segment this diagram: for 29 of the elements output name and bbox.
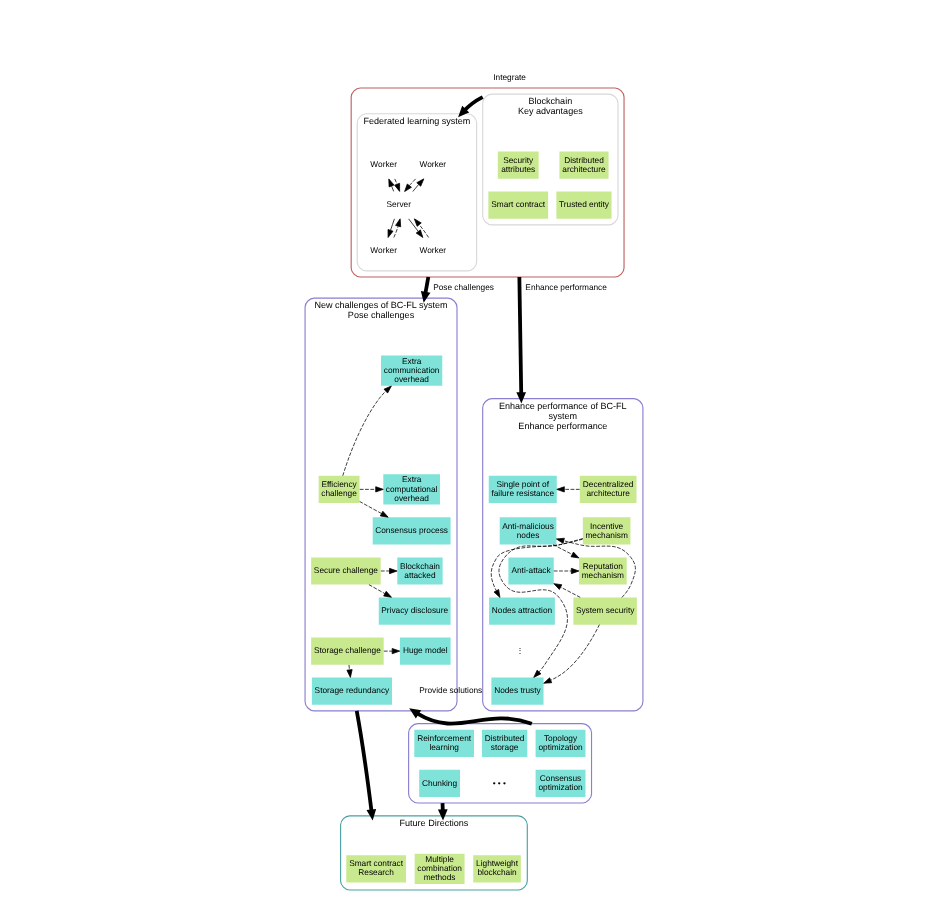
arrow (354, 710, 377, 821)
arrow (393, 218, 402, 238)
arrow (458, 95, 484, 118)
arrow (346, 664, 353, 678)
arrow (413, 218, 429, 238)
arrow (556, 486, 581, 493)
arrow (552, 544, 580, 559)
arrow (553, 583, 581, 598)
arrow (368, 584, 392, 598)
arrow (556, 537, 636, 598)
arrow (553, 567, 580, 574)
arrow (498, 538, 584, 678)
cluster (350, 87, 625, 278)
arrow (420, 276, 431, 303)
arrow (490, 538, 584, 598)
arrow (408, 218, 424, 238)
arrow (383, 648, 401, 655)
arrow (380, 567, 398, 574)
arrow (359, 486, 384, 493)
arrow (412, 178, 425, 192)
arrow (543, 624, 600, 684)
cluster (408, 723, 593, 804)
arrow (404, 178, 416, 192)
arrow (388, 178, 395, 192)
arrow (387, 218, 395, 238)
arrow (394, 178, 400, 192)
arrow (342, 385, 392, 477)
arrow (516, 276, 527, 404)
arrow (359, 501, 389, 518)
